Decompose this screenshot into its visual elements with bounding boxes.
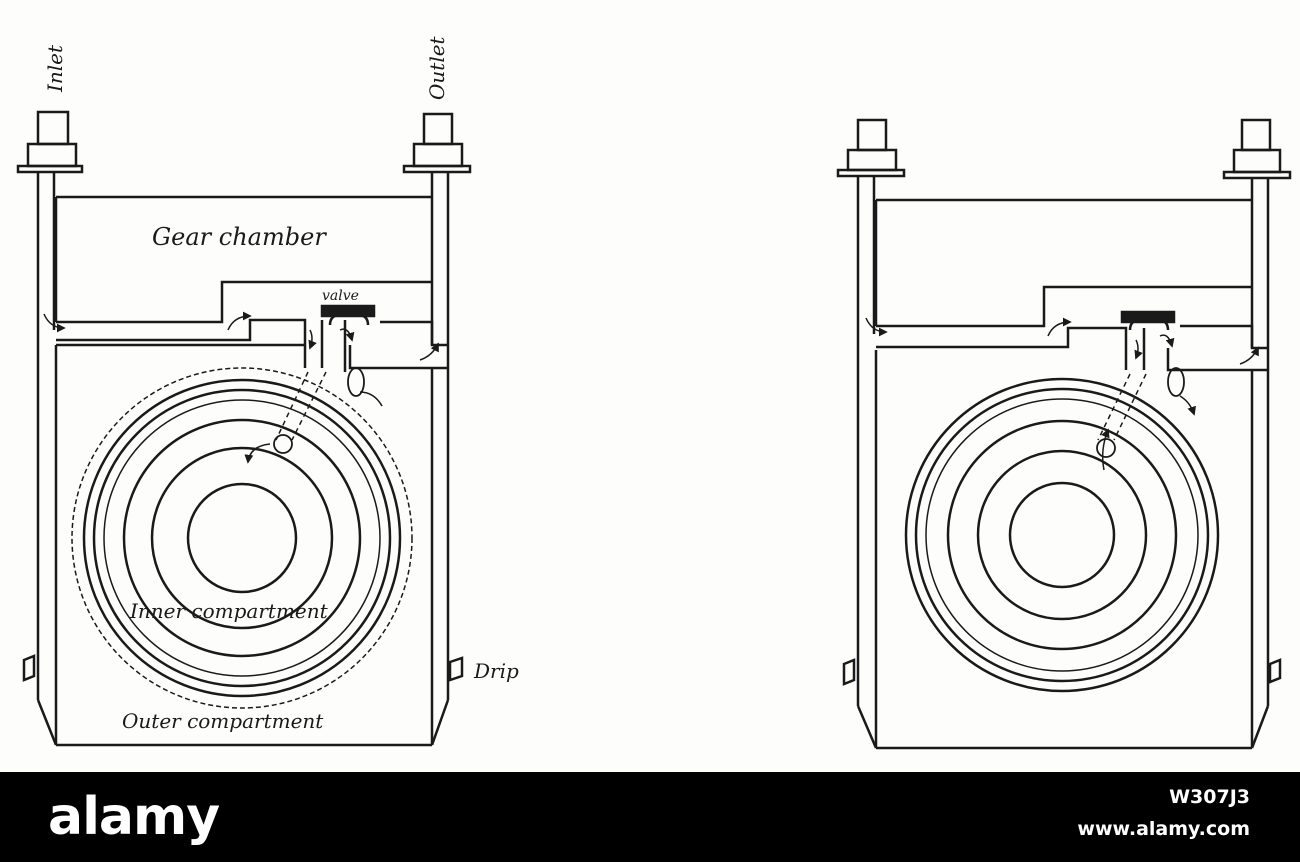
- right-meter: [836, 118, 1292, 750]
- brand-logo: alamy: [48, 787, 220, 847]
- drip-plug-left: [22, 654, 36, 682]
- gear-chamber-box: [54, 195, 432, 324]
- left-meter: [16, 110, 472, 747]
- inner-compartment-label: Inner compartment: [129, 599, 329, 623]
- inlet-label: Inlet: [43, 44, 67, 93]
- gas-meter-diagram: Inlet Outlet Gear chamber valve Inner co…: [16, 35, 1292, 750]
- gear-chamber-label: Gear chamber: [152, 223, 327, 251]
- watermark-bar: alamy W307J3 www.alamy.com: [0, 772, 1300, 862]
- valve-label: valve: [322, 288, 359, 304]
- valve: [320, 304, 376, 372]
- outlet-fitting: [402, 112, 472, 700]
- image-id: W307J3: [1169, 786, 1250, 808]
- outer-compartment-label: Outer compartment: [122, 709, 324, 733]
- right-inlet-fitting: [836, 118, 906, 706]
- outer-compartment-box: [36, 343, 450, 747]
- site-url: www.alamy.com: [1077, 818, 1250, 840]
- drip-plug-right: [448, 656, 464, 682]
- inner-compartment-bellows: [71, 367, 413, 709]
- inlet-fitting: [16, 110, 84, 700]
- right-outlet-fitting: [1222, 118, 1292, 706]
- flow-arrows-left: [43, 311, 439, 464]
- outlet-label: Outlet: [425, 35, 449, 100]
- right-bellows: [904, 377, 1220, 693]
- drip-label: Drip: [473, 659, 519, 683]
- diagram-area: Inlet Outlet Gear chamber valve Inner co…: [16, 35, 1292, 750]
